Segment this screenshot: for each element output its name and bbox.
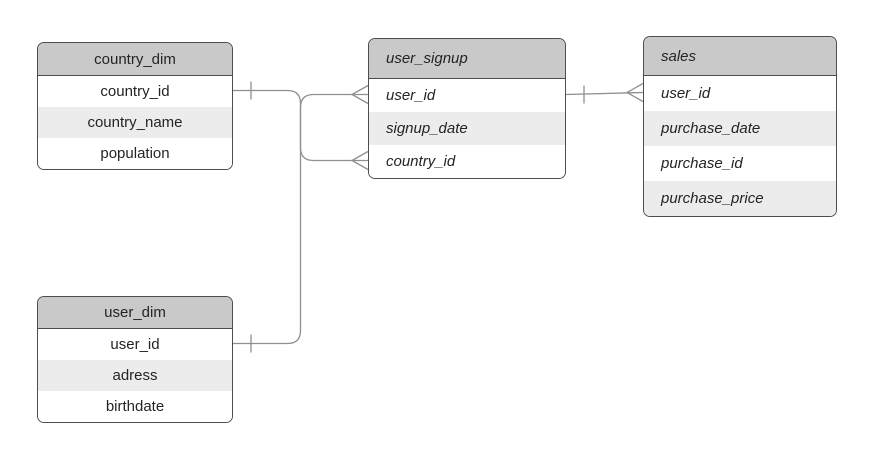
column-label: birthdate: [105, 398, 165, 415]
column-row-user_signup-user_id[interactable]: user_id: [369, 79, 565, 112]
column-label: signup_date: [386, 120, 468, 137]
column-row-user_dim-user_id[interactable]: user_id: [38, 329, 232, 360]
column-row-sales-user_id[interactable]: user_id: [644, 76, 836, 111]
entity-title-sales: sales: [644, 37, 836, 76]
entity-title-user_signup: user_signup: [369, 39, 565, 79]
relationship-user_dim-user_signup[interactable]: [233, 84, 369, 353]
column-row-user_signup-signup_date[interactable]: signup_date: [369, 112, 565, 145]
column-label: user_id: [110, 336, 160, 353]
column-label: purchase_date: [661, 120, 761, 137]
column-row-country_dim-country_name[interactable]: country_name: [38, 107, 232, 138]
column-row-sales-purchase_id[interactable]: purchase_id: [644, 146, 836, 181]
column-label: population: [100, 145, 170, 162]
crows-foot-many: [350, 84, 369, 105]
column-label: country_id: [386, 153, 456, 170]
crows-foot-many: [625, 82, 644, 103]
column-row-user_signup-country_id[interactable]: country_id: [369, 145, 565, 178]
column-row-sales-purchase_date[interactable]: purchase_date: [644, 111, 836, 146]
entity-title-user_dim: user_dim: [38, 297, 232, 329]
column-row-user_dim-adress[interactable]: adress: [38, 360, 232, 391]
column-label: user_id: [661, 85, 711, 102]
column-row-user_dim-birthdate[interactable]: birthdate: [38, 391, 232, 422]
column-row-country_dim-population[interactable]: population: [38, 138, 232, 169]
relationship-user_signup-sales[interactable]: [565, 82, 644, 104]
crows-foot-many: [350, 150, 369, 171]
column-label: user_id: [386, 87, 436, 104]
column-label: purchase_price: [661, 190, 764, 207]
column-label: purchase_id: [661, 155, 743, 172]
column-label: adress: [112, 367, 158, 384]
column-label: country_name: [87, 114, 183, 131]
entity-title-country_dim: country_dim: [38, 43, 232, 76]
column-row-country_dim-country_id[interactable]: country_id: [38, 76, 232, 107]
connector-line[interactable]: [565, 91, 644, 96]
entity-user_signup[interactable]: user_signup user_id signup_date country_id: [368, 38, 566, 179]
column-row-sales-purchase_price[interactable]: purchase_price: [644, 181, 836, 216]
connector-line[interactable]: [233, 93, 368, 345]
column-label: country_id: [100, 83, 170, 100]
